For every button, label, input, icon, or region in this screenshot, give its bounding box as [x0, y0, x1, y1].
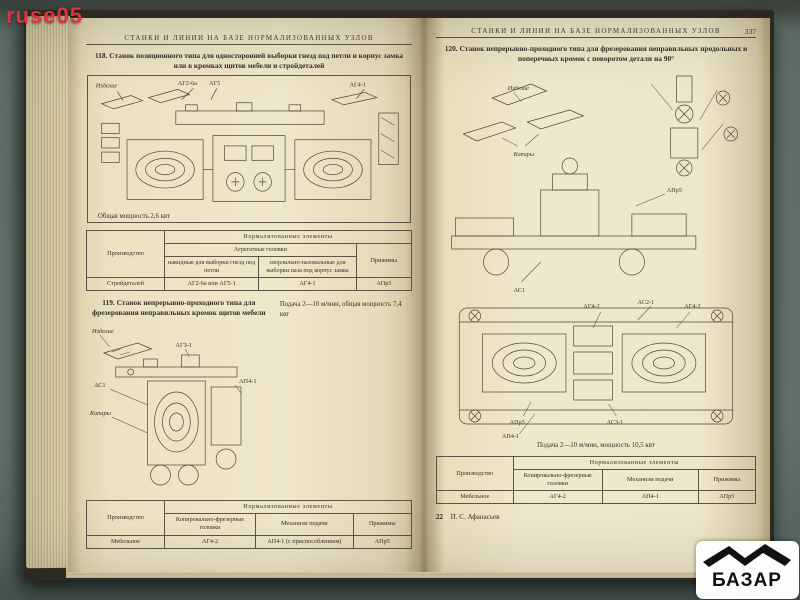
table-118: Производство Нормализованные элементы Аг… [86, 229, 413, 292]
diagram-119: Изделие АГ3-1 АП4-1 АС1 Копиры [86, 321, 412, 493]
table-118-cell: АГ4-1 [258, 277, 357, 292]
diagram-118: Изделие АГ2-6а АГ5 АГ4-1 Общая мощность … [87, 74, 411, 223]
table-119-col3-header: Прижимы [352, 513, 412, 536]
label-ag42-right: АГ4-2 [684, 303, 700, 310]
table-119-cell: АП4-1 (с приспособлением) [255, 534, 354, 549]
table-118-norm-header: Нормализованные элементы [164, 229, 412, 245]
logo-ribbon-shape [703, 544, 791, 567]
diagram-120-caption: Подача 2—10 м/мин, мощность 10,5 квт [537, 441, 655, 449]
author-name: П. С. Афанасьев [450, 513, 500, 522]
table-119-cell: Мебельное [86, 534, 165, 549]
printers-signature: 22 П. С. Афанасьев [436, 513, 756, 521]
left-page: СТАНКИ И ЛИНИИ НА БАЗЕ НОРМАЛИЗОВАННЫХ У… [68, 18, 424, 572]
table-119-production: Производство [86, 500, 165, 536]
table-119: Производство Нормализованные элементы Ко… [86, 500, 412, 549]
bottom-page-edges [66, 567, 768, 578]
label-apr5-bottom: АПр5 [510, 419, 525, 426]
table-118-cell: АГ2-6а или АГ5-1 [163, 277, 260, 292]
table-119-cell: АГ4-2 [164, 534, 256, 549]
section-119-title: 119. Станок непрерывно-проходного типа д… [92, 298, 266, 318]
table-120-cell: АГ4-2 [512, 490, 603, 505]
table-120-col3-header: Прижимы [697, 469, 757, 492]
table-118-group-header: Агрегатные головки [164, 243, 357, 258]
label-as1-120: АС1 [514, 287, 525, 294]
table-120-norm-header: Нормализованные элементы [512, 455, 757, 471]
table-120: Производство Нормализованные элементы Ко… [436, 455, 757, 505]
label-izdelie-120: Изделие [507, 85, 529, 92]
table-119-col1-header: Копировально-фрезерные головки [164, 513, 256, 536]
bazar-logo: БАЗАР [696, 541, 799, 599]
label-ag5: АГ5 [209, 80, 220, 87]
page-number: 337 [744, 27, 756, 36]
label-izdelie-119: Изделие [91, 328, 114, 335]
right-running-head: СТАНКИ И ЛИНИИ НА БАЗЕ НОРМАЛИЗОВАННЫХ У… [436, 27, 756, 38]
label-apr5-top: АПр5 [667, 187, 682, 194]
diagram-120: Изделие Копиры АПр5 АС1 АС2-1 АГ4-2 АГ4-… [436, 68, 756, 440]
right-running-head-text: СТАНКИ И ЛИНИИ НА БАЗЕ НОРМАЛИЗОВАННЫХ У… [471, 27, 721, 35]
diagram-118-drawing: Изделие АГ2-6а АГ5 АГ4-1 [95, 80, 399, 202]
bazar-logo-graphic: БАЗАР [703, 544, 791, 591]
table-118-col2-header: сверлильно-пазовальные для выборки паза … [258, 256, 357, 279]
label-ap41-119: АП4-1 [239, 378, 257, 385]
seller-watermark: ruse05 [6, 3, 83, 28]
table-118-col3-header: Прижимы [355, 243, 413, 279]
table-119-cell: АПр5 [352, 534, 412, 549]
right-page: СТАНКИ И ЛИНИИ НА БАЗЕ НОРМАЛИЗОВАННЫХ У… [424, 18, 770, 572]
label-ag41: АГ4-1 [350, 81, 366, 88]
table-119-col2-header: Механизм подачи [255, 513, 354, 536]
table-118-cell: Стройдеталей [86, 277, 165, 292]
section-118-title: 118. Станок позиционного типа для одност… [94, 51, 404, 70]
table-118-cell: АПр5 [355, 277, 413, 292]
section-119-note: Подача 2—10 м/мин, общая мощность 7,4 кв… [279, 301, 402, 318]
label-ag42-left: АГ4-2 [583, 303, 599, 310]
signature-number: 22 [436, 513, 443, 522]
table-120-production: Производство [436, 455, 514, 492]
left-page-edges [26, 15, 70, 569]
label-ag31: АГ3-1 [175, 342, 192, 349]
label-kopiry-119: Копиры [89, 410, 112, 417]
label-ag26a: АГ2-6а [178, 80, 197, 87]
diagram-120-drawing: Изделие Копиры АПр5 АС1 АС2-1 АГ4-2 АГ4-… [451, 75, 738, 440]
label-as31: АС3-1 [607, 419, 624, 426]
label-izdelie-118: Изделие [95, 82, 117, 89]
label-as21: АС2-1 [638, 299, 655, 306]
table-120-cell: АП4-1 [601, 490, 699, 505]
table-120-cell: Мебельное [436, 490, 514, 505]
table-120-col2-header: Механизм подачи [601, 469, 699, 492]
diagram-119-drawing: Изделие АГ3-1 АП4-1 АС1 Копиры [89, 328, 257, 486]
table-120-cell: АПр5 [697, 490, 757, 505]
open-book: СТАНКИ И ЛИНИИ НА БАЗЕ НОРМАЛИЗОВАННЫХ У… [24, 10, 774, 580]
table-119-norm-header: Нормализованные элементы [164, 500, 412, 515]
label-as1-119: АС1 [94, 382, 106, 389]
diagram-118-caption: Общая мощность 2,6 квт [98, 212, 170, 220]
logo-text: БАЗАР [712, 570, 782, 591]
section-120-title: 120. Станок непрерывно-проходного типа д… [444, 44, 748, 63]
table-118-col1-header: накидные для выборки гнезд под петли [163, 256, 260, 279]
table-120-col1-header: Копировально-фрезерные головки [512, 469, 603, 492]
label-kopiry-120: Копиры [513, 151, 535, 158]
label-ap41-120: АП4-1 [502, 433, 519, 440]
table-118-production: Производство [86, 229, 165, 279]
left-running-head: СТАНКИ И ЛИНИИ НА БАЗЕ НОРМАЛИЗОВАННЫХ У… [86, 34, 412, 45]
